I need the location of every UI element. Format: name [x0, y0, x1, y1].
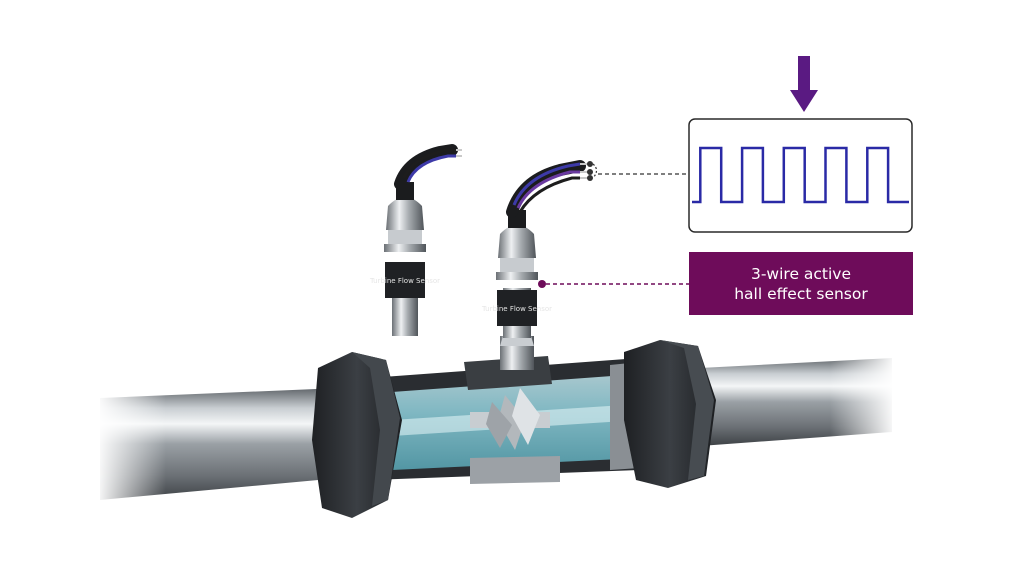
- installed-hall-sensor: Turbine Flow Sensor: [481, 160, 588, 338]
- sensor-mount: [464, 336, 552, 390]
- inlet-pipe: [96, 385, 340, 510]
- pulse-signal-panel: [688, 118, 913, 233]
- callout-line-1: 3-wire active: [750, 264, 852, 283]
- right-hex-nut: [624, 340, 716, 488]
- loose-sensor: Turbine Flow Sensor: [369, 144, 462, 336]
- loose-sensor-label: Turbine Flow Sensor: [369, 277, 440, 285]
- callout-leader: [538, 280, 689, 288]
- down-arrow-icon: [790, 56, 818, 112]
- square-wave-signal: [692, 146, 909, 204]
- left-hex-nut: [312, 352, 402, 518]
- turbine-rotor: [470, 388, 550, 450]
- sensor-type-callout: 3-wire active hall effect sensor: [689, 252, 913, 315]
- signal-leader: [587, 161, 690, 181]
- callout-line-2: hall effect sensor: [734, 284, 868, 303]
- sensor-label: Turbine Flow Sensor: [481, 305, 552, 313]
- outlet-pipe: [700, 350, 896, 446]
